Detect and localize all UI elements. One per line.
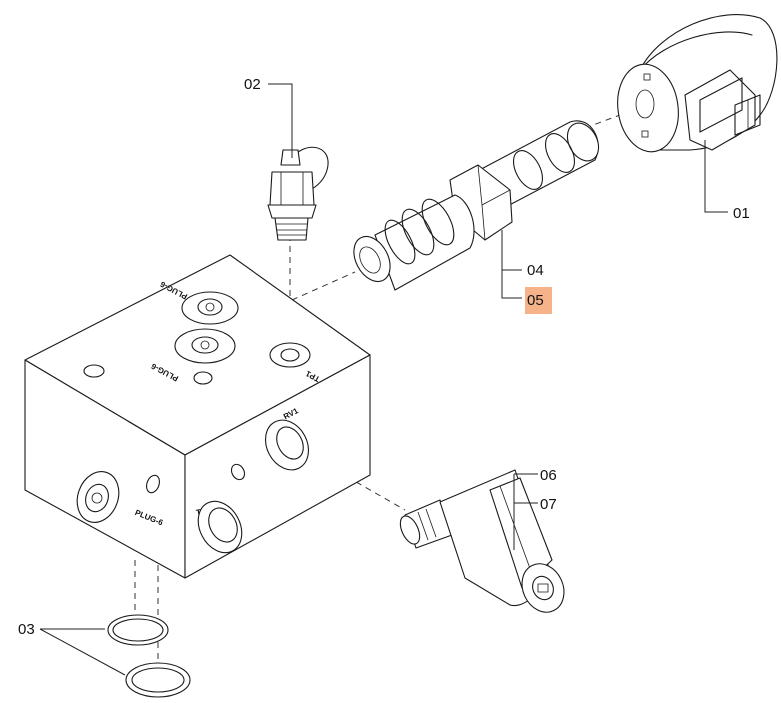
cartridge-valve [353,120,600,291]
callout-01[interactable]: 01 [733,205,750,222]
callout-05-highlight [525,287,552,314]
test-point-fitting [267,146,329,241]
callout-labels: 01 02 03 04 05 06 07 [18,76,750,638]
callout-03[interactable]: 03 [18,621,35,638]
solenoid-coil [617,14,778,153]
manifold-block [24,254,371,579]
callout-07[interactable]: 07 [540,496,557,513]
engraving-t-port: T [195,508,201,518]
leader-lines [39,83,728,676]
relief-valve-cartridge [399,469,565,613]
callout-06[interactable]: 06 [540,467,557,484]
callout-05[interactable]: 05 [527,292,544,309]
callout-04[interactable]: 04 [527,262,544,279]
callout-02[interactable]: 02 [244,76,261,93]
o-rings [107,614,191,698]
